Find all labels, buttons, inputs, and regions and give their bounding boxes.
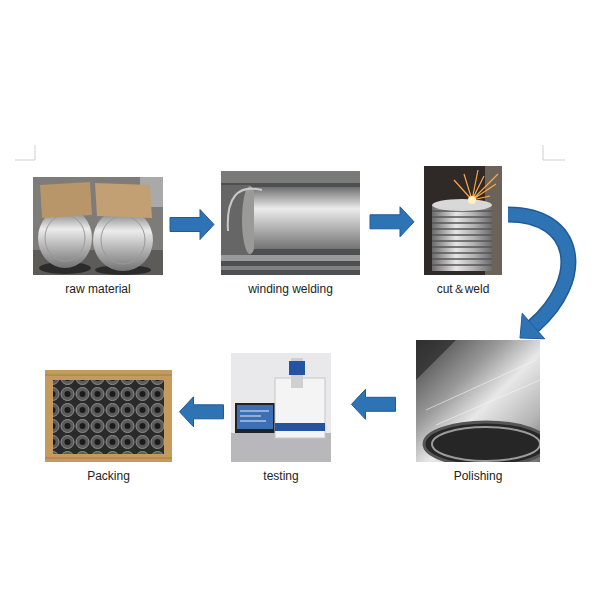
sparks [454,170,498,200]
block-arrow [352,389,396,419]
process-step: winding welding [221,171,360,297]
screen-cylinder [254,187,360,249]
curved-arrow-edge [508,215,568,327]
step-label: raw material [33,282,163,297]
step-label: Packing [45,469,172,484]
shadow [416,340,456,380]
photo-ground [221,171,360,275]
tube-rim [432,199,492,211]
block-arrow [370,207,414,237]
feed-wire [228,189,262,231]
machine-top [221,171,360,183]
wire-coil [93,209,153,271]
flow-arrow [352,389,396,419]
spark-glow [468,196,476,204]
process-step: raw material [33,177,163,297]
photo-testing [231,353,331,462]
case-inside [53,380,164,454]
tube-end [424,422,548,466]
step-label: Polishing [416,469,540,484]
wire-turns [101,216,145,264]
step-label: winding welding [221,282,360,297]
corner-mark [15,145,35,160]
tester-stripe [275,423,325,431]
flow-arrow [370,207,414,237]
wire-turns [45,215,85,261]
flow-arrow [170,210,214,240]
arrow-head [520,313,545,339]
photo-polishing [416,340,548,466]
screen-lines [240,411,269,421]
step-label: cut＆weld [424,282,502,297]
corrugated-tube [432,205,492,271]
flow-arrow [180,397,224,427]
rail [221,255,360,261]
process-step: testing [231,353,331,484]
process-step: Packing [45,370,172,484]
paper-wrap [95,183,152,218]
plank-lines [45,375,172,458]
block-arrow [170,210,214,240]
photo-cut-weld [424,166,502,275]
tester-head [289,361,305,375]
flow-arrow [508,215,568,339]
wooden-case [45,370,172,462]
rail [221,266,360,270]
block-arrow [180,397,224,427]
monitor [235,403,275,433]
photo-winding-welding [221,171,360,275]
photo-packing [45,370,172,462]
process-step: cut＆weld [424,166,502,297]
photo-ground [231,353,331,462]
photo-ground [33,177,163,275]
tube-ridges [432,211,492,265]
step-label: testing [231,469,331,484]
photo-raw-material [33,177,163,275]
process-step: Polishing [416,340,540,484]
corner-mark [543,145,565,160]
photo-ground [424,166,502,275]
monitor-screen [237,405,273,429]
paper-wrap [40,182,92,218]
packed-tubes [53,380,164,454]
curved-arrow-body [508,215,568,327]
sheen [426,360,540,425]
tube-inner-rim [432,427,540,461]
